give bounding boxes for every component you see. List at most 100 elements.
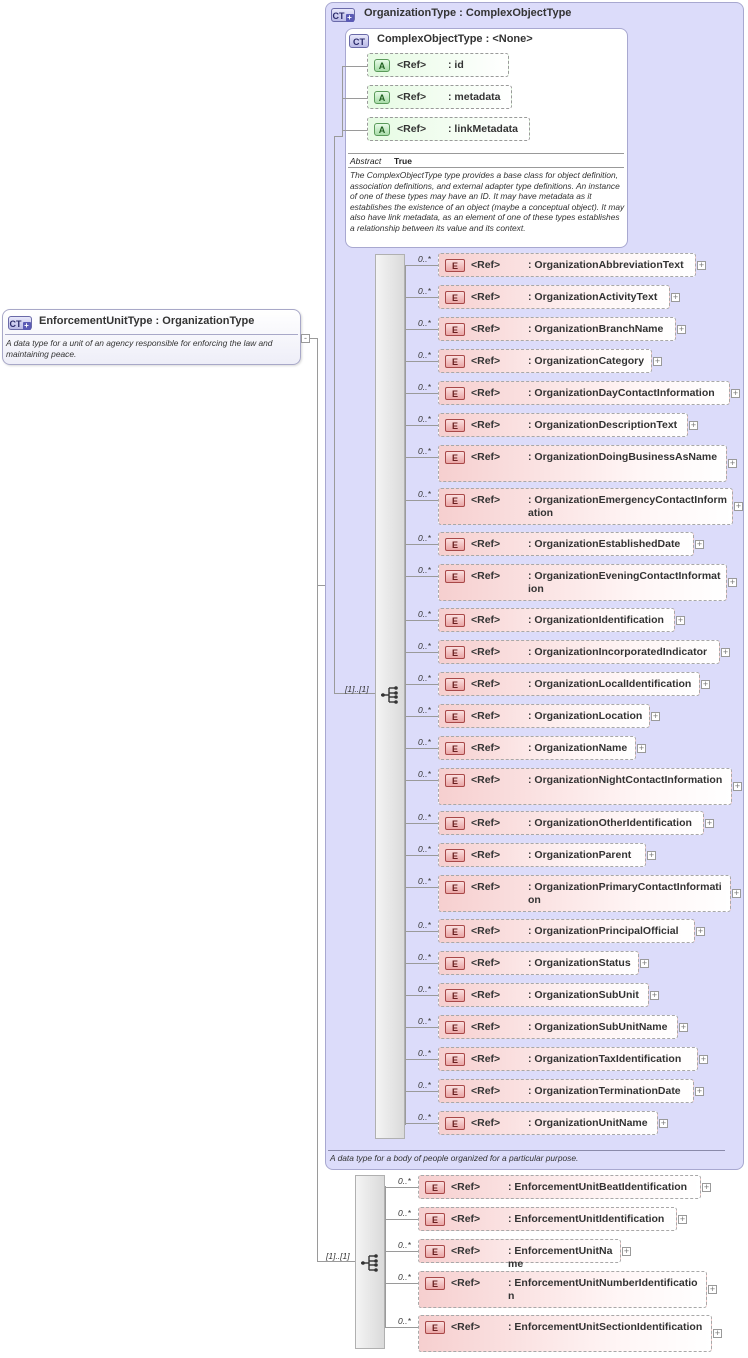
expand-icon[interactable]: + — [678, 1214, 687, 1224]
organization-element[interactable]: E<Ref>: OrganizationTaxIdentification — [438, 1047, 698, 1071]
ref-label: <Ref> — [451, 1245, 481, 1257]
expand-icon[interactable]: + — [708, 1284, 717, 1294]
expand-icon[interactable]: + — [728, 577, 737, 587]
expand-icon[interactable]: + — [695, 1086, 704, 1096]
connector — [405, 457, 438, 458]
element-name: : OrganizationStatus — [528, 957, 631, 969]
organization-element[interactable]: E<Ref>: OrganizationDescriptionText — [438, 413, 688, 437]
organization-element[interactable]: E<Ref>: OrganizationStatus — [438, 951, 639, 975]
organization-element[interactable]: E<Ref>: OrganizationIncorporatedIndicato… — [438, 640, 720, 664]
attribute-metadata[interactable]: A <Ref> : metadata — [367, 85, 512, 109]
element-badge-icon: E — [445, 323, 465, 336]
expand-icon[interactable]: + — [734, 501, 743, 511]
organization-element[interactable]: E<Ref>: OrganizationActivityText — [438, 285, 670, 309]
expand-icon[interactable]: + — [697, 260, 706, 270]
enforcement-element[interactable]: E<Ref>: EnforcementUnitSectionIdentifica… — [418, 1315, 712, 1352]
element-cardinality: 0..* — [418, 446, 431, 456]
organization-element[interactable]: E<Ref>: OrganizationLocation — [438, 704, 650, 728]
element-name: : OrganizationPrincipalOfficial — [528, 925, 679, 937]
element-cardinality: 0..* — [418, 705, 431, 715]
element-name: : OrganizationIncorporatedIndicator — [528, 646, 708, 658]
element-cardinality: 0..* — [418, 984, 431, 994]
expand-icon[interactable]: + — [640, 958, 649, 968]
expand-icon[interactable]: + — [695, 539, 704, 549]
element-badge-icon: E — [445, 678, 465, 691]
enforcement-element[interactable]: E<Ref>: EnforcementUnitNumberIdentificat… — [418, 1271, 707, 1308]
expand-icon[interactable]: + — [728, 458, 737, 468]
organization-element[interactable]: E<Ref>: OrganizationDoingBusinessAsName — [438, 445, 727, 482]
ref-label: <Ref> — [471, 817, 501, 829]
ref-label: <Ref> — [471, 538, 501, 550]
ref-label: <Ref> — [451, 1277, 481, 1289]
element-cardinality: 0..* — [418, 737, 431, 747]
element-name: : EnforcementUnitSectionIdentification — [508, 1321, 703, 1333]
expand-icon[interactable]: + — [701, 679, 710, 689]
element-badge-icon: E — [445, 742, 465, 755]
expand-icon[interactable]: + — [699, 1054, 708, 1064]
enforcement-element[interactable]: E<Ref>: EnforcementUnitBeatIdentificatio… — [418, 1175, 701, 1199]
enforcement-element[interactable]: E<Ref>: EnforcementUnitName — [418, 1239, 621, 1270]
type-name: EnforcementUnitType — [39, 315, 153, 327]
element-name: : OrganizationEstablishedDate — [528, 538, 681, 550]
expand-icon[interactable]: + — [705, 818, 714, 828]
organization-element[interactable]: E<Ref>: OrganizationUnitName — [438, 1111, 658, 1135]
expand-icon[interactable]: + — [702, 1182, 711, 1192]
expand-icon[interactable]: + — [689, 420, 698, 430]
expand-icon[interactable]: + — [731, 388, 740, 398]
organization-element[interactable]: E<Ref>: OrganizationNightContactInformat… — [438, 768, 732, 805]
ref-label: <Ref> — [471, 710, 501, 722]
element-name: : EnforcementUnitIdentification — [508, 1213, 665, 1225]
organization-element[interactable]: E<Ref>: OrganizationPrimaryContactInform… — [438, 875, 731, 912]
element-badge-icon: E — [445, 494, 465, 507]
organization-element[interactable]: E<Ref>: OrganizationBranchName — [438, 317, 676, 341]
enforcement-element[interactable]: E<Ref>: EnforcementUnitIdentification — [418, 1207, 677, 1231]
organization-element[interactable]: E<Ref>: OrganizationLocalIdentification — [438, 672, 700, 696]
organization-element[interactable]: E<Ref>: OrganizationEveningContactInform… — [438, 564, 727, 601]
expand-icon[interactable]: + — [651, 711, 660, 721]
connector — [317, 338, 318, 1262]
expand-icon[interactable]: + — [622, 1246, 631, 1256]
organization-element[interactable]: E<Ref>: OrganizationCategory — [438, 349, 652, 373]
expand-icon[interactable]: + — [713, 1328, 722, 1338]
organization-element[interactable]: E<Ref>: OrganizationPrincipalOfficial — [438, 919, 695, 943]
expand-icon[interactable]: + — [677, 324, 686, 334]
organization-element[interactable]: E<Ref>: OrganizationSubUnitName — [438, 1015, 678, 1039]
expand-icon[interactable]: + — [653, 356, 662, 366]
organization-element[interactable]: E<Ref>: OrganizationDayContactInformatio… — [438, 381, 730, 405]
attribute-linkmetadata[interactable]: A <Ref> : linkMetadata — [367, 117, 530, 141]
attribute-id[interactable]: A <Ref> : id — [367, 53, 509, 77]
expand-icon[interactable]: + — [671, 292, 680, 302]
organization-element[interactable]: E<Ref>: OrganizationAbbreviationText — [438, 253, 696, 277]
complex-type-badge-icon: CT+ — [331, 8, 355, 22]
expand-icon[interactable]: + — [676, 615, 685, 625]
element-badge-icon: E — [445, 538, 465, 551]
organization-element[interactable]: E<Ref>: OrganizationParent — [438, 843, 646, 867]
ref-label: <Ref> — [471, 494, 501, 506]
organization-element[interactable]: E<Ref>: OrganizationIdentification — [438, 608, 675, 632]
expand-icon[interactable]: + — [647, 850, 656, 860]
organization-element[interactable]: E<Ref>: OrganizationName — [438, 736, 636, 760]
organization-element[interactable]: E<Ref>: OrganizationTerminationDate — [438, 1079, 694, 1103]
organization-element[interactable]: E<Ref>: OrganizationSubUnit — [438, 983, 649, 1007]
element-name: : EnforcementUnitNumberIdentification — [508, 1277, 698, 1302]
expand-icon[interactable]: + — [732, 888, 741, 898]
expand-icon[interactable]: - — [301, 334, 310, 343]
expand-icon[interactable]: + — [679, 1022, 688, 1032]
expand-icon[interactable]: + — [721, 647, 730, 657]
expand-icon[interactable]: + — [733, 781, 742, 791]
type-name: ComplexObjectType — [377, 33, 483, 45]
enforcement-unit-type-box[interactable] — [2, 309, 301, 365]
enforcement-unit-doc: A data type for a unit of an agency resp… — [6, 338, 273, 359]
expand-icon[interactable]: + — [650, 990, 659, 1000]
expand-icon[interactable]: + — [637, 743, 646, 753]
ref-label: <Ref> — [397, 91, 427, 103]
expand-icon[interactable]: + — [696, 926, 705, 936]
organization-element[interactable]: E <Ref> : OrganizationEstablishedDate — [438, 532, 694, 556]
complex-type-badge-icon: CT+ — [8, 316, 32, 330]
organization-element[interactable]: E<Ref>: OrganizationOtherIdentification — [438, 811, 704, 835]
attribute-badge-icon: A — [374, 91, 390, 104]
connector — [405, 1027, 438, 1028]
expand-icon[interactable]: + — [659, 1118, 668, 1128]
organization-element[interactable]: E<Ref>: OrganizationEmergencyContactInfo… — [438, 488, 733, 525]
ref-label: <Ref> — [471, 646, 501, 658]
